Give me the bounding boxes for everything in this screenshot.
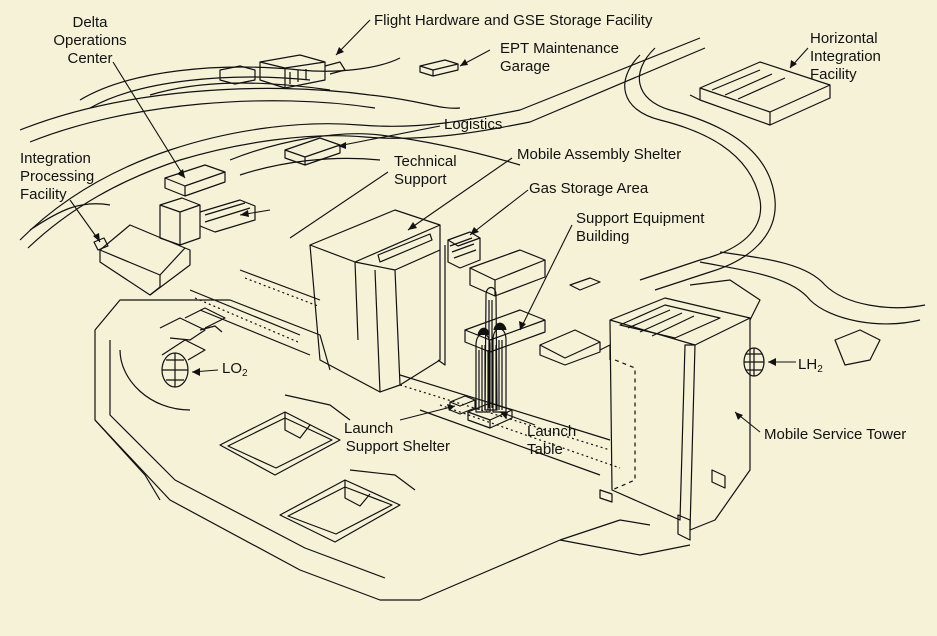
- lo2-sub: 2: [242, 368, 248, 379]
- horizontal-line-2: Integration: [810, 48, 881, 65]
- launch-support-label: Launch Support Shelter: [330, 420, 450, 456]
- integration-processing-label: Integration Processing Facility: [20, 150, 94, 204]
- ept-line-1: EPT Maintenance: [500, 40, 619, 57]
- logistics-building: [284, 137, 341, 166]
- support-equipment-line-1: Support Equipment: [576, 210, 705, 227]
- integration-line-1: Integration: [20, 150, 91, 167]
- gas-storage-label: Gas Storage Area: [529, 180, 649, 197]
- support-equipment-label: Support Equipment Building: [576, 210, 704, 246]
- launch-vehicle: [475, 286, 507, 413]
- horizontal-line-3: Facility: [810, 66, 857, 83]
- flight-hardware-label: Flight Hardware and GSE Storage Facility: [374, 12, 653, 29]
- lh2-label: LH2: [798, 356, 823, 379]
- launch-table-line-1: Launch: [527, 423, 577, 440]
- logistics-label: Logistics: [444, 116, 503, 133]
- integration-line-2: Processing: [20, 168, 95, 185]
- integration-line-3: Facility: [20, 186, 67, 203]
- lh2-tank: [743, 347, 765, 377]
- rail-tracks: [189, 269, 621, 476]
- integration-processing-building: [29, 203, 191, 296]
- horizontal-integration-building: [689, 61, 831, 126]
- delta-ops-label: Delta Operations Center: [20, 14, 160, 68]
- technical-line-2: Support: [394, 171, 447, 188]
- launch-table-line-2: Table: [527, 441, 563, 458]
- technical-support-label: Technical Support: [394, 153, 457, 189]
- delta-ops-line-3: Center: [67, 50, 113, 67]
- arrow-heads: [93, 47, 797, 420]
- delta-ops-line-2: Operations: [53, 32, 127, 49]
- horizontal-integration-label: Horizontal Integration Facility: [810, 30, 881, 84]
- lo2-tank: [119, 307, 226, 411]
- launch-support-line-1: Launch: [344, 420, 394, 437]
- lower-pads: [219, 394, 416, 543]
- launch-table-label: Launch Table: [527, 423, 576, 459]
- launch-support-line-2: Support Shelter: [345, 438, 450, 455]
- delta-ops-line-1: Delta: [72, 14, 108, 31]
- mobile-service-label: Mobile Service Tower: [764, 426, 907, 443]
- site-perimeter: [94, 299, 691, 601]
- support-equipment-line-2: Building: [576, 228, 630, 245]
- horizontal-line-1: Horizontal: [810, 30, 878, 47]
- lh2-sub: 2: [817, 364, 823, 375]
- support-equipment-building: [464, 249, 601, 366]
- mobile-assembly-shelter: [309, 209, 446, 393]
- lo2-base: LO: [222, 360, 243, 377]
- ept-garage-building: [419, 59, 459, 77]
- lh2-base: LH: [798, 356, 818, 373]
- mobile-service-tower: [599, 297, 751, 541]
- ept-garage-label: EPT Maintenance Garage: [500, 40, 619, 76]
- flight-hardware-building: [219, 54, 346, 89]
- road-right: [624, 47, 926, 366]
- technical-line-1: Technical: [394, 153, 457, 170]
- gas-storage: [447, 231, 481, 269]
- ept-line-2: Garage: [500, 58, 551, 75]
- mobile-assembly-label: Mobile Assembly Shelter: [517, 146, 682, 163]
- lo2-label: LO2: [222, 360, 248, 383]
- delta-ops-building: [159, 164, 256, 246]
